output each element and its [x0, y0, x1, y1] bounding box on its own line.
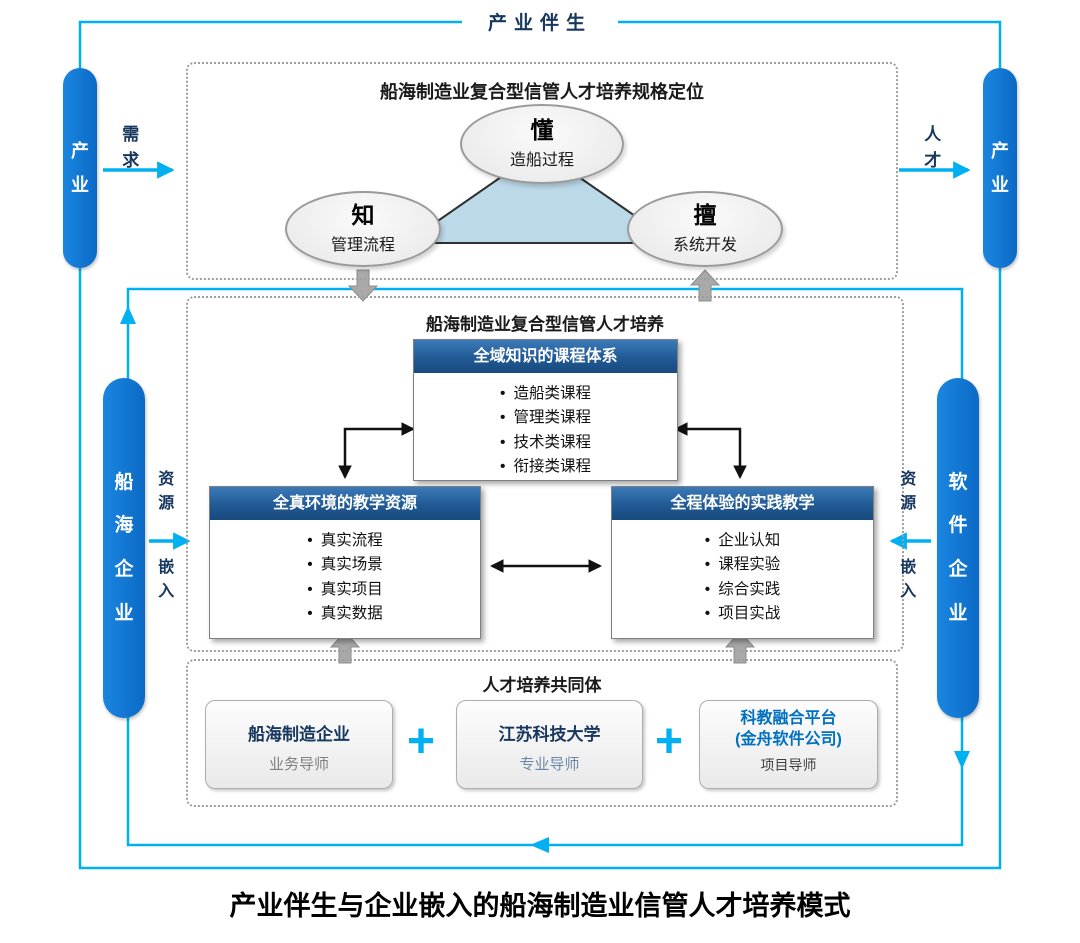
left-industry-bar-label: 产业 — [71, 140, 89, 195]
node-know: 知 管理流程 — [285, 191, 441, 267]
plus-sign: + — [654, 715, 684, 768]
right-resource-label-text: 资源 — [900, 471, 917, 512]
talent-label-text: 人才 — [924, 125, 942, 170]
teaching-resources-item: 真实场景 — [307, 553, 383, 577]
member-ship-enterprise: 船海制造企业 业务导师 — [205, 700, 393, 789]
software-enterprise-bar-label: 软件企业 — [948, 471, 968, 624]
spec-triangle — [402, 148, 678, 244]
member-platform-name2: (金舟软件公司) — [735, 730, 842, 748]
right-resource-label: 资源 — [899, 468, 917, 516]
right-industry-bar: 产业 — [983, 68, 1017, 268]
teaching-resources-item-list: 真实流程 真实场景 真实项目 真实数据 — [307, 529, 383, 627]
demand-label-text: 需求 — [122, 125, 140, 170]
top-banner-label: 产业伴生 — [487, 13, 592, 34]
right-embed-label-text: 嵌入 — [900, 559, 917, 600]
inner-loop-down-arrowhead — [954, 751, 970, 769]
training-section-title: 船海制造业复合型信管人才培养 — [426, 315, 664, 334]
teaching-resources-item: 真实数据 — [307, 602, 383, 626]
curriculum-item: 技术类课程 — [500, 431, 591, 455]
practice-teaching-item-list: 企业认知 课程实验 综合实践 项目实战 — [705, 529, 780, 627]
node-understand-label: 造船过程 — [509, 152, 574, 170]
practice-teaching-box-header: 全程体验的实践教学 — [612, 487, 873, 520]
member-university-name: 江苏科技大学 — [498, 725, 601, 744]
curriculum-practice-connector — [673, 422, 747, 480]
spec-to-training-down-arrow — [347, 269, 379, 302]
teaching-resources-box: 全真环境的教学资源 真实流程 真实场景 真实项目 真实数据 — [209, 486, 481, 639]
node-skilled: 擅 系统开发 — [627, 191, 783, 267]
outer-loop-line — [78, 20, 1002, 870]
practice-teaching-item: 企业认知 — [705, 529, 780, 553]
curriculum-item: 衔接类课程 — [500, 455, 591, 479]
ship-enterprise-bar-label: 船海企业 — [114, 471, 134, 624]
teaching-resources-item: 真实项目 — [307, 578, 383, 602]
member-platform: 科教融合平台 (金舟软件公司) 项目导师 — [699, 700, 878, 789]
training-section-box: 船海制造业复合型信管人才培养 — [186, 296, 904, 652]
node-know-label: 管理流程 — [330, 237, 395, 255]
practice-teaching-box: 全程体验的实践教学 企业认知 课程实验 综合实践 项目实战 — [611, 486, 874, 639]
left-embed-label-text: 嵌入 — [158, 559, 175, 600]
talent-label: 人才 — [923, 122, 943, 173]
left-resource-label-text: 资源 — [158, 471, 175, 512]
practice-teaching-item: 课程实验 — [705, 553, 780, 577]
member-university: 江苏科技大学 专业导师 — [456, 700, 643, 789]
member-university-role: 专业导师 — [519, 756, 580, 773]
member-platform-role: 项目导师 — [760, 756, 817, 773]
member-ship-enterprise-role: 业务导师 — [268, 756, 329, 773]
left-embed-label: 嵌入 — [157, 556, 175, 604]
right-embed-label: 嵌入 — [899, 556, 917, 604]
curriculum-resources-connector — [338, 422, 416, 480]
teaching-resources-item: 真实流程 — [307, 529, 383, 553]
practice-teaching-item: 综合实践 — [705, 578, 780, 602]
node-know-key: 知 — [351, 201, 375, 228]
curriculum-box-header: 全域知识的课程体系 — [414, 340, 677, 373]
demand-label: 需求 — [121, 122, 141, 173]
plus-sign: + — [406, 715, 436, 768]
left-industry-bar: 产业 — [63, 68, 97, 268]
training-to-spec-up-arrow — [689, 269, 721, 302]
spec-section-title: 船海制造业复合型信管人才培养规格定位 — [380, 82, 704, 102]
practice-teaching-item: 项目实战 — [705, 602, 780, 626]
software-enterprise-bar: 软件企业 — [937, 378, 979, 718]
node-skilled-label: 系统开发 — [672, 237, 737, 255]
member-platform-name: 科教融合平台 — [740, 710, 837, 727]
right-industry-bar-label: 产业 — [991, 140, 1009, 195]
curriculum-item: 造船类课程 — [500, 382, 591, 406]
figure-caption: 产业伴生与企业嵌入的船海制造业信管人才培养模式 — [229, 891, 851, 921]
teaching-resources-box-header: 全真环境的教学资源 — [210, 487, 480, 520]
inner-loop-up-arrowhead — [120, 306, 136, 324]
member-ship-enterprise-name: 船海制造企业 — [248, 725, 350, 744]
community-section-box: 人才培养共同体 — [186, 659, 898, 807]
left-resource-label: 资源 — [157, 468, 175, 516]
inner-loop-left-arrowhead — [530, 837, 549, 853]
node-understand-key: 懂 — [530, 116, 554, 143]
ship-enterprise-bar: 船海企业 — [103, 378, 145, 718]
community-section-title: 人才培养共同体 — [482, 676, 602, 695]
node-understand: 懂 造船过程 — [460, 104, 624, 184]
spec-section-box: 船海制造业复合型信管人才培养规格定位 — [186, 62, 898, 280]
node-skilled-key: 擅 — [693, 201, 717, 228]
curriculum-item: 管理类课程 — [500, 406, 591, 430]
curriculum-item-list: 造船类课程 管理类课程 技术类课程 衔接类课程 — [500, 382, 591, 480]
curriculum-box: 全域知识的课程体系 造船类课程 管理类课程 技术类课程 衔接类课程 — [413, 339, 678, 481]
